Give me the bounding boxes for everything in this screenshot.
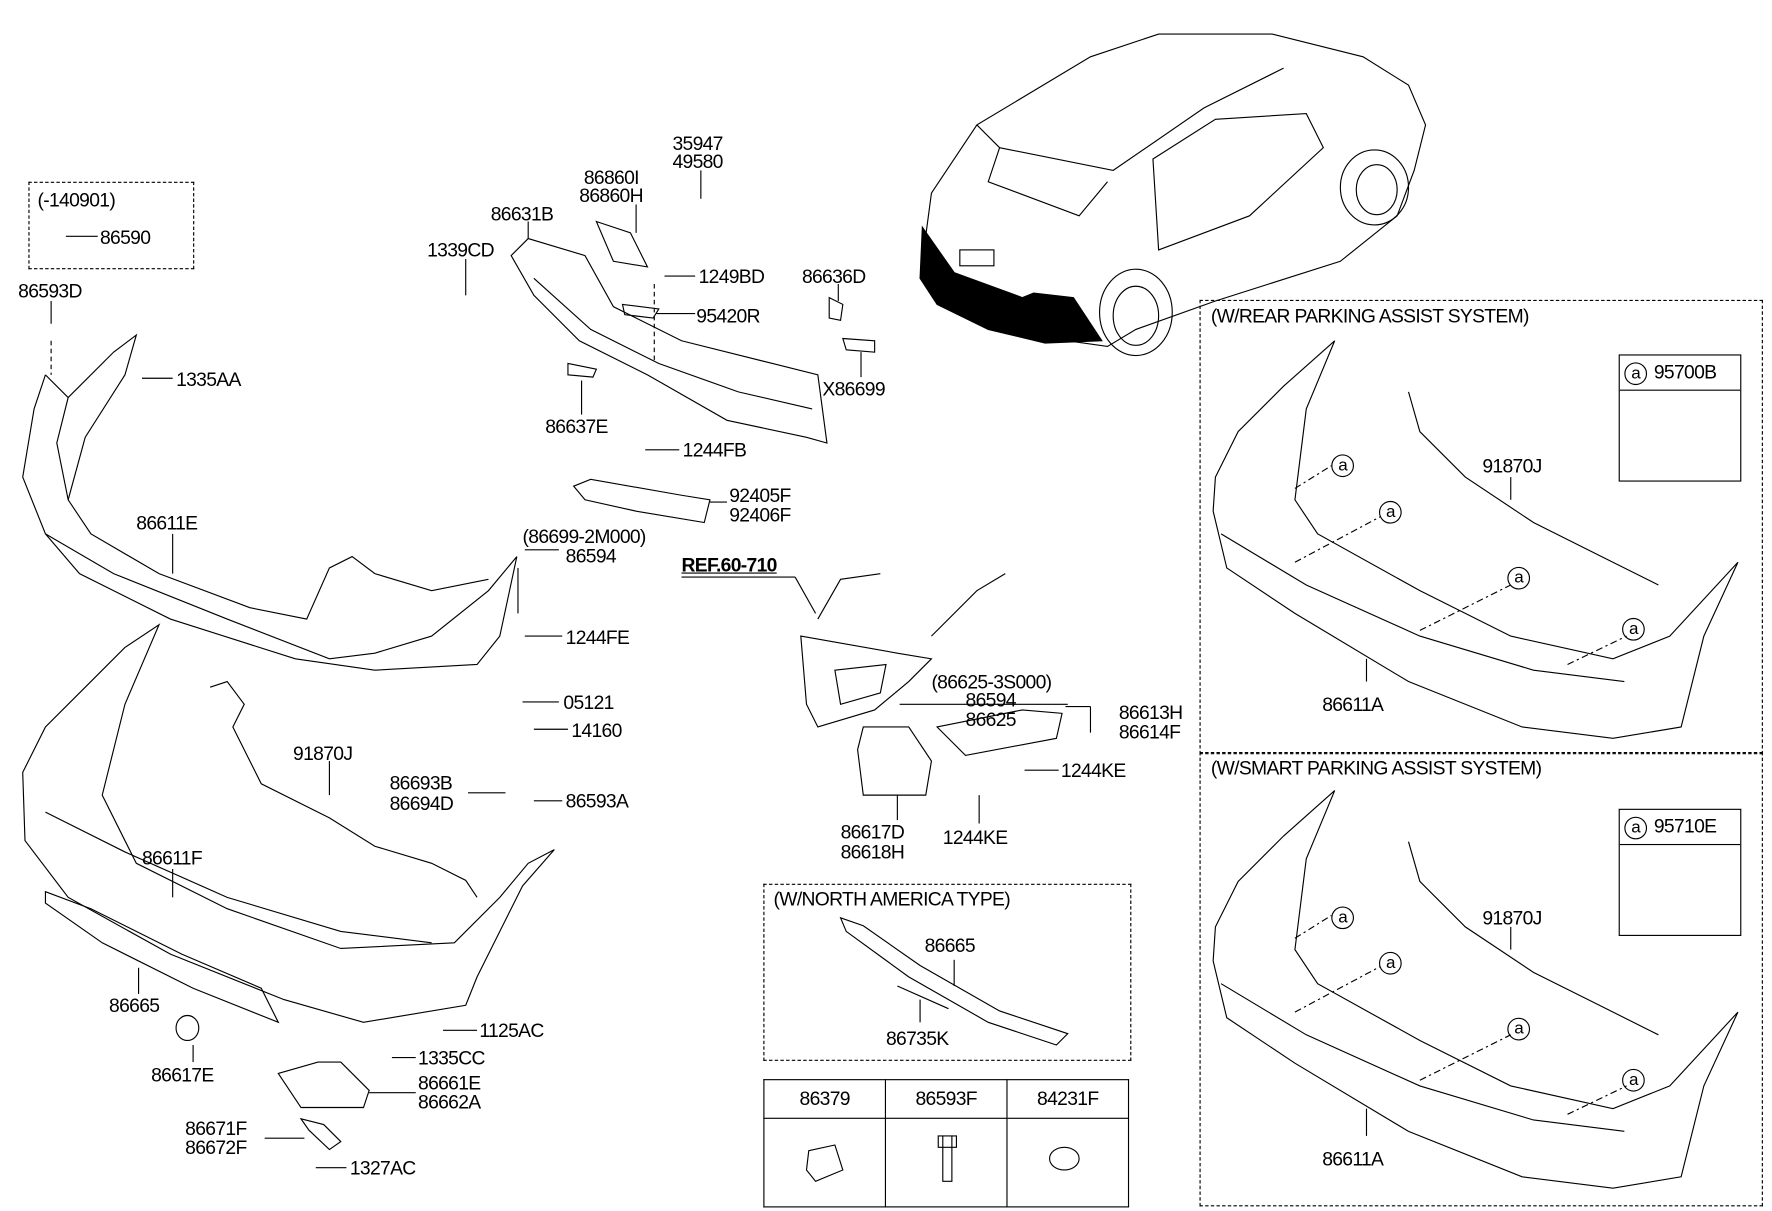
- leader-lines: [50, 170, 1627, 1169]
- part-86611E[interactable]: 86611E: [136, 512, 198, 534]
- back-beam-86631B: [510, 220, 876, 444]
- part-49580[interactable]: 49580: [672, 151, 723, 173]
- part-86661E[interactable]: 86661E: [418, 1072, 481, 1094]
- smart-bumper-86611A[interactable]: 86611A: [1322, 1148, 1384, 1170]
- part-86693B[interactable]: 86693B: [389, 772, 453, 794]
- north-america-title: (W/NORTH AMERICA TYPE): [773, 888, 1011, 910]
- rear-parking-assist-box: [1199, 299, 1763, 755]
- part-86860I[interactable]: 86860I: [583, 166, 640, 189]
- part-95420R[interactable]: 95420R: [696, 305, 760, 328]
- part-86618H[interactable]: 86618H: [840, 841, 905, 864]
- rear-assist-bumper-sketch: [1212, 340, 1739, 739]
- part-05121[interactable]: 05121: [563, 691, 614, 714]
- part-1244KE-lower[interactable]: 1244KE: [942, 826, 1008, 849]
- vehicle-illustration: [919, 33, 1427, 357]
- sensor-marker-a: a: [1622, 617, 1645, 641]
- bumper-cover-86611E: [22, 333, 518, 671]
- sensor-marker-a: a: [1507, 1017, 1531, 1041]
- parts-header-86379[interactable]: 86379: [763, 1079, 887, 1119]
- part-86694D[interactable]: 86694D: [389, 792, 454, 815]
- part-86671F[interactable]: 86671F: [185, 1117, 247, 1140]
- part-86631B[interactable]: 86631B: [490, 203, 554, 225]
- sensor-marker-a: a: [1622, 1068, 1645, 1092]
- part-86617E[interactable]: 86617E: [151, 1064, 214, 1086]
- garnish-86665: [44, 890, 280, 1024]
- part-86593D[interactable]: 86593D: [18, 280, 82, 303]
- sensor-marker-a: a: [1507, 566, 1531, 590]
- smart-assist-title: (W/SMART PARKING ASSIST SYSTEM): [1210, 757, 1542, 780]
- part-86593A[interactable]: 86593A: [565, 790, 629, 813]
- date-range-label: (-140901): [37, 189, 116, 212]
- part-1125AC[interactable]: 1125AC: [479, 1020, 544, 1042]
- parts-header-84231F[interactable]: 84231F: [1006, 1079, 1130, 1119]
- north-america-box: [763, 883, 1132, 1061]
- part-1335AA[interactable]: 1335AA: [176, 369, 241, 391]
- part-92405F[interactable]: 92405F: [729, 485, 791, 507]
- sensor-marker-a: a: [1378, 951, 1402, 975]
- sensor-marker-a: a: [1331, 454, 1354, 478]
- parts-header-86593F[interactable]: 86593F: [884, 1079, 1008, 1119]
- part-86613H[interactable]: 86613H: [1118, 701, 1183, 724]
- rear-harness-91870J[interactable]: 91870J: [1482, 455, 1542, 478]
- part-1339CD[interactable]: 1339CD: [427, 239, 494, 262]
- part-86590[interactable]: 86590: [99, 227, 151, 249]
- rear-assist-title: (W/REAR PARKING ASSIST SYSTEM): [1210, 305, 1530, 328]
- part-35947[interactable]: 35947: [672, 132, 723, 155]
- part-86672F[interactable]: 86672F: [185, 1137, 247, 1159]
- part-86625[interactable]: 86625: [965, 708, 1017, 731]
- sensor-marker-a: a: [1331, 906, 1354, 930]
- part-1244KE-right[interactable]: 1244KE: [1060, 759, 1126, 782]
- part-86665[interactable]: 86665: [109, 995, 160, 1017]
- part-86636D[interactable]: 86636D: [801, 265, 866, 288]
- part-86860H[interactable]: 86860H: [579, 185, 643, 207]
- sensor-part-95700B[interactable]: 95700B: [1653, 361, 1717, 383]
- parts-table: 86379 86593F 84231F: [763, 1079, 1130, 1208]
- part-1244FE[interactable]: 1244FE: [565, 627, 630, 649]
- part-86614F[interactable]: 86614F: [1118, 721, 1181, 743]
- part-92406F[interactable]: 92406F: [729, 504, 791, 526]
- date-range-box: [28, 181, 195, 270]
- smart-harness-91870J[interactable]: 91870J: [1482, 907, 1542, 930]
- na-part-86735K[interactable]: 86735K: [886, 1027, 949, 1050]
- part-86594-upper[interactable]: 86594: [565, 545, 617, 567]
- reference-60-710[interactable]: REF.60-710: [681, 554, 778, 576]
- part-X86699[interactable]: X86699: [822, 378, 885, 400]
- part-91870J[interactable]: 91870J: [293, 742, 353, 765]
- smart-assist-bumper-sketch: [1212, 790, 1739, 1189]
- sensor-marker: a: [1624, 816, 1648, 840]
- reflector-92405F: [572, 478, 711, 524]
- part-1327AC[interactable]: 1327AC: [349, 1157, 416, 1180]
- part-86617D[interactable]: 86617D: [840, 821, 905, 843]
- part-14160[interactable]: 14160: [571, 720, 622, 742]
- sensor-marker-a: a: [1378, 500, 1402, 524]
- bracket-86661E: [277, 1061, 370, 1109]
- part-86699-2M000[interactable]: (86699-2M000): [522, 525, 647, 548]
- part-86625-3S000[interactable]: (86625-3S000): [931, 671, 1052, 693]
- part-86662A[interactable]: 86662A: [418, 1091, 481, 1114]
- smart-parking-assist-box: [1199, 751, 1763, 1207]
- na-part-86665[interactable]: 86665: [924, 934, 976, 957]
- part-86637E[interactable]: 86637E: [545, 415, 608, 438]
- sensor-marker: a: [1624, 362, 1648, 386]
- part-86611F[interactable]: 86611F: [141, 847, 203, 869]
- bumper-assembly-86611F: [22, 623, 555, 1042]
- part-1335CC[interactable]: 1335CC: [418, 1047, 485, 1069]
- rear-bumper-86611A[interactable]: 86611A: [1322, 694, 1384, 716]
- part-1244FB[interactable]: 1244FB: [682, 439, 747, 462]
- part-1249BD[interactable]: 1249BD: [698, 265, 765, 288]
- part-86594-lower[interactable]: 86594: [965, 689, 1017, 712]
- sensor-part-95710E[interactable]: 95710E: [1653, 815, 1717, 838]
- license-panel: [800, 573, 1063, 796]
